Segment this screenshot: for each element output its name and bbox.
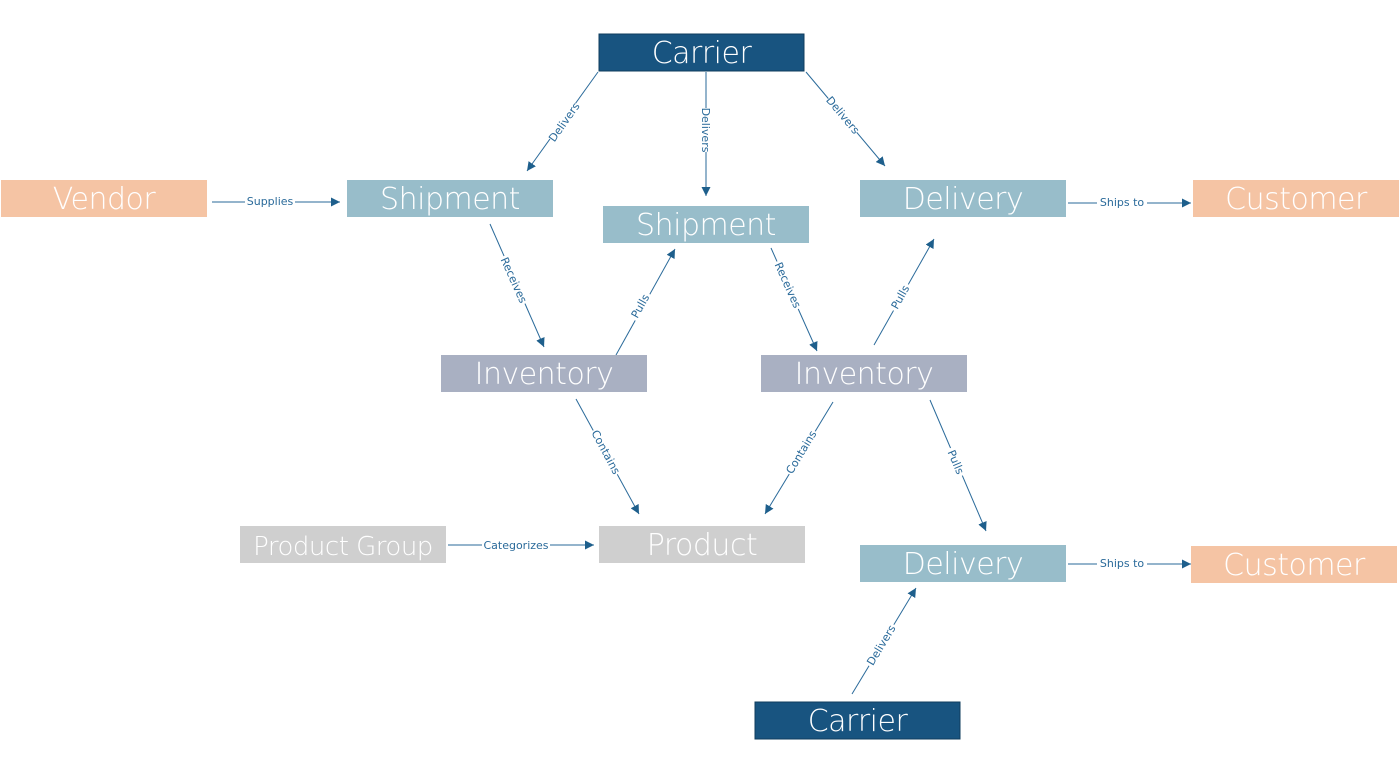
edge-label-pulls: Pulls <box>945 448 967 477</box>
node-customer-top[interactable]: Customer <box>1193 180 1399 217</box>
node-product-group[interactable]: Product Group <box>240 526 446 563</box>
edge-inventory-left-product: Contains <box>575 398 640 515</box>
edge-label-categorizes: Categorizes <box>483 539 548 552</box>
edge-label-delivers: Delivers <box>823 94 862 137</box>
node-shipment-center[interactable]: Shipment <box>603 206 809 243</box>
edge-delivery-bottom-customer-bottom: Ships to <box>1068 555 1191 570</box>
edge-label-delivers: Delivers <box>546 100 583 144</box>
edge-carrier-top-shipment-left: Delivers <box>526 71 599 172</box>
edge-label-delivers: Delivers <box>699 108 712 153</box>
node-label: Customer <box>1225 182 1368 217</box>
node-shipment-left[interactable]: Shipment <box>347 180 553 217</box>
node-delivery-top[interactable]: Delivery <box>860 180 1066 217</box>
node-label: Shipment <box>636 208 776 243</box>
edge-inventory-left-shipment-center: Pulls <box>615 248 676 356</box>
node-customer-bottom[interactable]: Customer <box>1191 546 1397 583</box>
node-label: Carrier <box>652 36 753 71</box>
edge-product-group-product: Categorizes <box>448 537 594 552</box>
node-label: Vendor <box>53 182 157 217</box>
node-label: Product Group <box>253 532 433 562</box>
node-carrier-bottom[interactable]: Carrier <box>754 701 961 740</box>
node-label: Delivery <box>903 182 1024 217</box>
node-label: Inventory <box>795 357 934 392</box>
node-label: Delivery <box>903 547 1024 582</box>
edge-label-receives: Receives <box>498 255 530 305</box>
edge-carrier-top-delivery-top: Delivers <box>805 71 886 167</box>
node-delivery-bottom[interactable]: Delivery <box>860 545 1066 582</box>
edge-inventory-right-delivery-bottom: Pulls <box>929 399 987 532</box>
node-vendor[interactable]: Vendor <box>1 180 207 217</box>
edge-vendor-shipment-left: Supplies <box>212 193 340 208</box>
edge-delivery-top-customer-top: Ships to <box>1068 194 1191 209</box>
node-label: Product <box>647 528 757 563</box>
edge-label-ships-to: Ships to <box>1100 196 1145 209</box>
edge-shipment-center-inventory-right: Receives <box>770 247 818 352</box>
edge-label-receives: Receives <box>772 260 804 310</box>
node-inventory-right[interactable]: Inventory <box>761 355 967 392</box>
node-label: Carrier <box>808 704 909 739</box>
edge-shipment-left-inventory-left: Receives <box>489 223 545 348</box>
node-carrier-top[interactable]: Carrier <box>598 33 805 72</box>
node-label: Inventory <box>475 357 614 392</box>
edge-label-contains: Contains <box>783 428 819 476</box>
edge-inventory-right-delivery-top: Pulls <box>873 238 935 346</box>
node-product[interactable]: Product <box>599 526 805 563</box>
edge-label-supplies: Supplies <box>247 195 294 208</box>
edge-label-ships-to: Ships to <box>1100 557 1145 570</box>
edge-carrier-bottom-delivery-bottom: Delivers <box>851 587 917 695</box>
node-label: Shipment <box>380 182 520 217</box>
node-label: Customer <box>1223 548 1366 583</box>
node-inventory-left[interactable]: Inventory <box>441 355 647 392</box>
edge-inventory-right-product: Contains <box>764 401 834 515</box>
edge-carrier-top-shipment-center: Delivers <box>699 72 714 196</box>
